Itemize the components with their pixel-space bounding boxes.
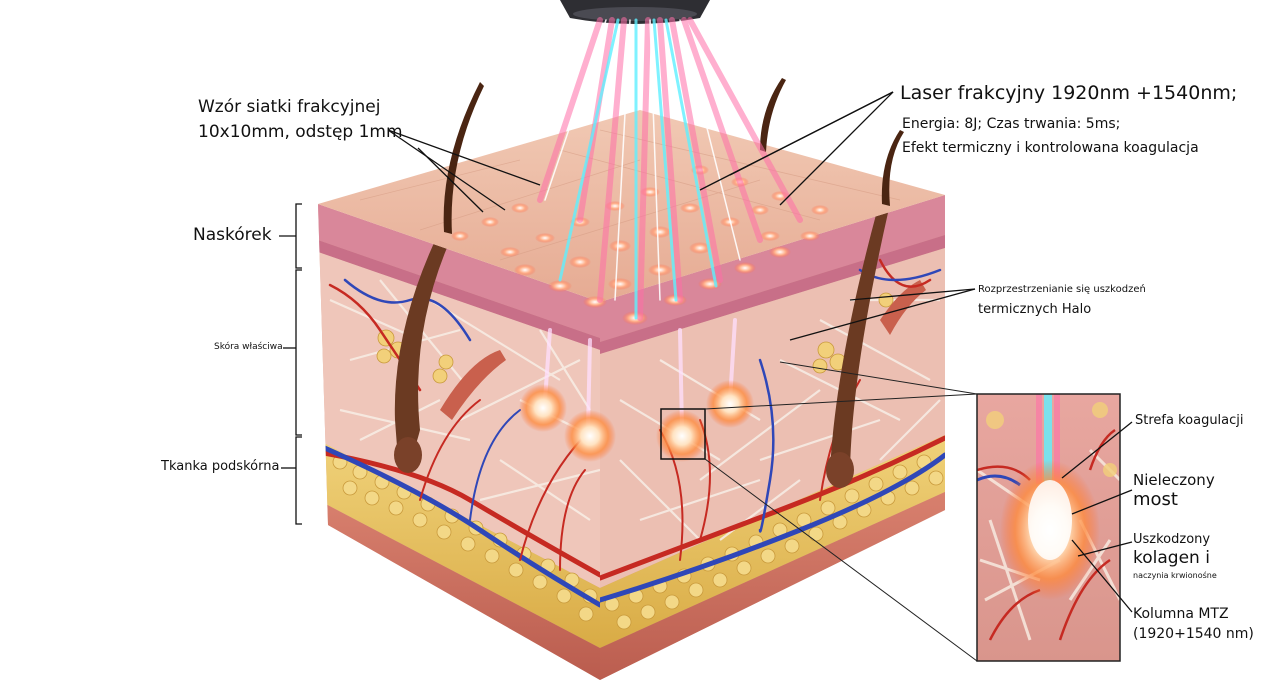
skin-top-surface — [318, 110, 945, 302]
grid-pattern-label-line2: 10x10mm, odstęp 1mm — [198, 122, 403, 142]
epidermis-layer-left — [318, 204, 600, 338]
laser-details: Energia: 8J; Czas trwania: 5ms; Efekt te… — [902, 112, 1199, 160]
skin-block — [318, 17, 945, 680]
damaged-label-line2: kolagen i — [1133, 548, 1210, 568]
fat-layer-left — [318, 440, 600, 648]
halo-label-line2: termicznych Halo — [978, 302, 1092, 317]
grid-pattern-label: Wzór siatki frakcyjnej 10x10mm, odstęp 1… — [198, 95, 403, 145]
laser-params: Energia: 8J; Czas trwania: 5ms; — [902, 116, 1121, 132]
coagulation-zone-label: Strefa koagulacji — [1135, 413, 1244, 428]
laser-effect: Efekt termiczny i kontrolowana koagulacj… — [902, 140, 1199, 156]
mtz-column-label-line2: (1920+1540 nm) — [1133, 626, 1254, 642]
grid-pattern-label-line1: Wzór siatki frakcyjnej — [198, 97, 381, 117]
dermis-label: Skóra właściwa — [214, 342, 283, 352]
zoom-selection-box — [660, 408, 706, 460]
epidermis-layer-right — [600, 195, 945, 342]
hair-strands — [443, 78, 904, 234]
subcutis-label: Tkanka podskórna — [161, 459, 280, 474]
laser-title: Laser frakcyjny 1920nm +1540nm; — [900, 82, 1238, 104]
laser-beams — [537, 17, 803, 432]
damaged-label-line3: naczynia krwionośne — [1133, 571, 1217, 580]
coagulation-hot-spots — [519, 380, 754, 462]
inset-magnified-view — [704, 361, 1121, 662]
untreated-bridge-label-line2: most — [1133, 489, 1178, 510]
halo-label-line1: Rozprzestrzenianie się uszkodzeń — [978, 284, 1146, 295]
mtz-column-label-line1: Kolumna MTZ — [1133, 606, 1229, 622]
annotation-lines — [279, 91, 1133, 613]
damaged-label-line1: Uszkodzony — [1133, 532, 1211, 547]
untreated-bridge-label-line1: Nieleczony — [1133, 471, 1215, 489]
epidermis-label: Naskórek — [193, 225, 272, 245]
